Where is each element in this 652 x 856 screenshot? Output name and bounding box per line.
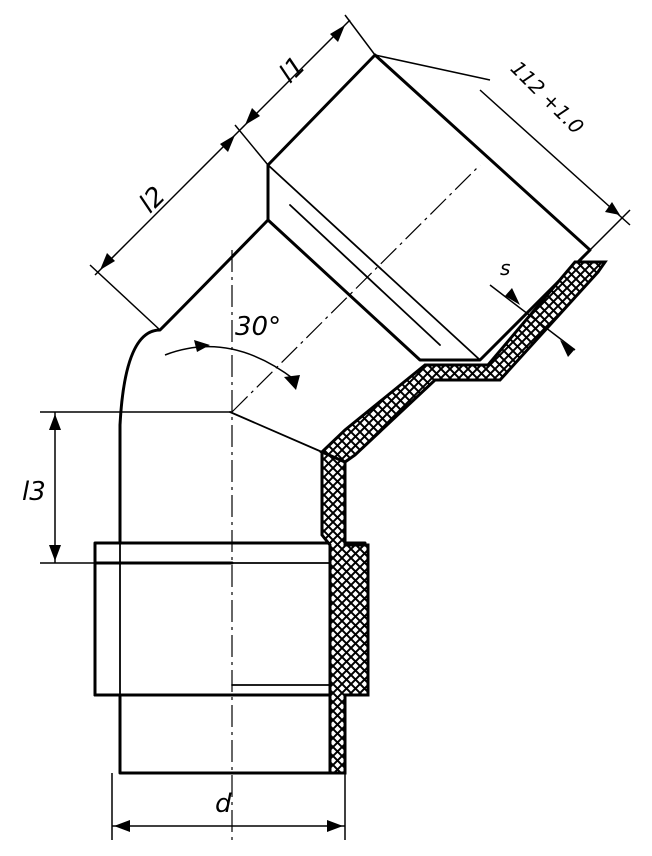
dimension-s: s [489, 256, 576, 357]
center-axes [231, 164, 481, 840]
label-d: d [215, 789, 232, 819]
lower-wall-section [320, 450, 370, 775]
dimension-d: d [111, 773, 346, 840]
angle-30: 30° [164, 312, 300, 390]
lower-socket [93, 541, 367, 775]
label-l1: l1 [274, 51, 312, 89]
label-l3: l3 [22, 477, 46, 507]
dimension-l1: l1 [234, 14, 376, 166]
dimension-l3: l3 [22, 411, 232, 564]
label-l2: l2 [134, 181, 172, 219]
label-s: s [500, 256, 510, 280]
dimension-112: 112 +1.0 [374, 54, 631, 251]
label-112: 112 +1.0 [506, 56, 589, 139]
dimension-l2: l2 [89, 129, 241, 331]
label-angle: 30° [235, 312, 281, 342]
elbow-body [118, 163, 323, 545]
upper-wall-section [319, 260, 608, 464]
